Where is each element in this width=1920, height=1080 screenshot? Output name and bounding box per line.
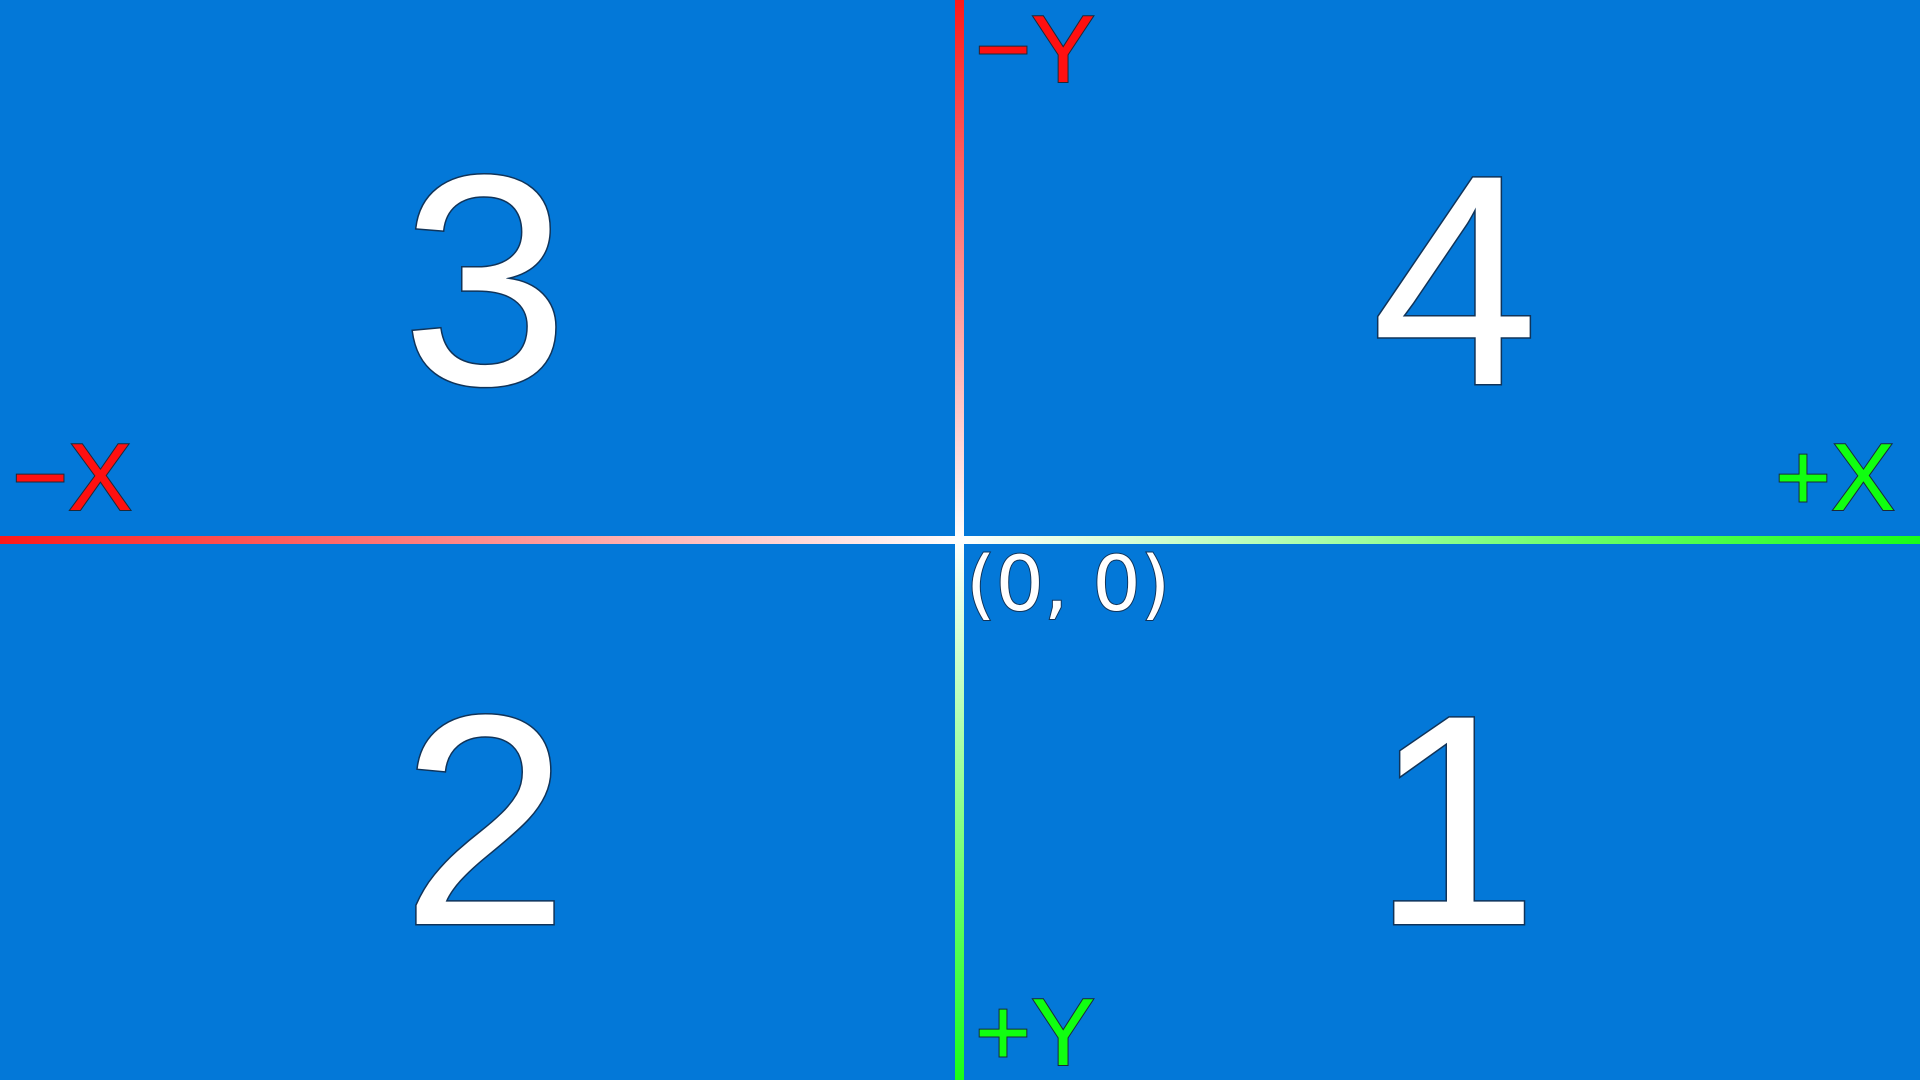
y-axis-line (955, 0, 964, 1080)
negative-y-label: −Y (974, 0, 1096, 103)
positive-x-label: +X (1774, 424, 1896, 531)
positive-y-label: +Y (974, 979, 1096, 1080)
quadrant-4-label: 4 (1370, 112, 1540, 448)
origin-label: (0, 0) (965, 539, 1171, 628)
quadrant-3-label: 3 (400, 112, 570, 448)
negative-x-label: −X (11, 424, 133, 531)
quadrant-1-label: 1 (1370, 652, 1540, 988)
quadrant-2-label: 2 (400, 652, 570, 988)
